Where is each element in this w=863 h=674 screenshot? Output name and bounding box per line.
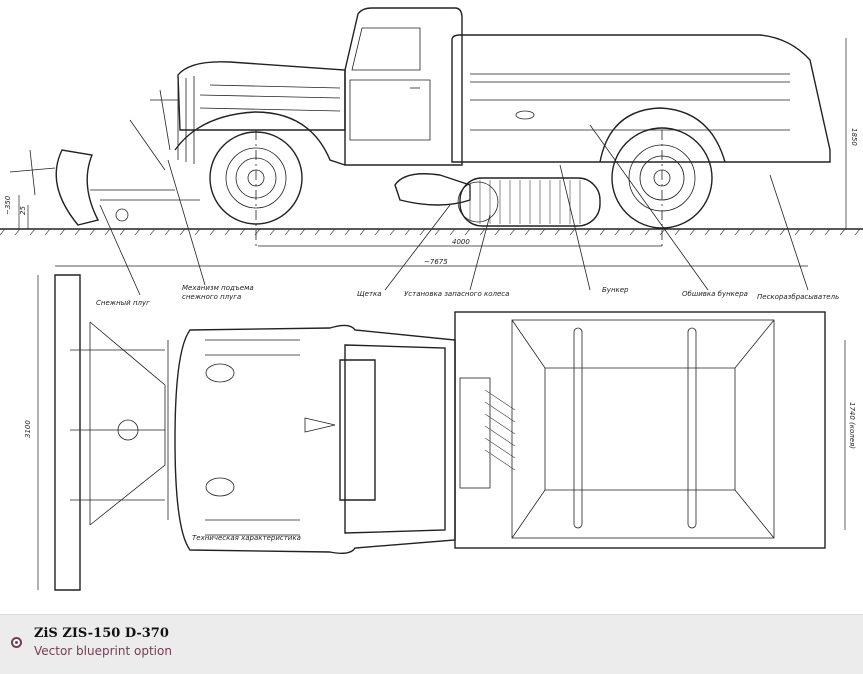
label-brush: Щетка [357, 290, 382, 298]
label-spec: Техническая характеристика [192, 534, 301, 542]
engine-hood [174, 61, 346, 166]
caption-bar [0, 614, 863, 674]
hopper-plan [454, 311, 826, 549]
label-plow: Снежный плуг [96, 299, 150, 307]
truck-front-plan [174, 324, 456, 555]
option-radio[interactable] [11, 637, 22, 648]
label-brush-mount: Установка запасного колеса [404, 290, 509, 298]
side-dimensions [18, 38, 847, 267]
snow-plow-side [9, 89, 200, 226]
label-mechanism-1: Механизм подъема [182, 284, 254, 292]
blueprint-drawing: Снежный плуг Механизм подъема снежного п… [0, 7, 863, 591]
side-view [0, 7, 863, 296]
ground-hatching [0, 228, 861, 236]
caption-subtitle: Vector blueprint option [34, 644, 172, 658]
dim-clearance: ~350 [4, 195, 12, 215]
sweeper-brush [394, 173, 601, 227]
caption-title: ZiS ZIS-150 D-370 [34, 626, 169, 641]
leader-lines [99, 124, 809, 296]
dim-small: 25 [19, 206, 27, 215]
label-hopper: Бункер [602, 286, 629, 294]
hopper-body [451, 34, 831, 163]
snow-plow-plan [54, 274, 169, 591]
dim-track: 1740 (колея) [848, 402, 856, 449]
label-sand-spreader: Пескоразбрасыватель [757, 293, 839, 301]
top-dimensions [37, 275, 846, 590]
dim-height: 1850 [850, 128, 858, 146]
label-mechanism-2: снежного плуга [182, 293, 241, 301]
label-hopper-cover: Обшивка бункера [682, 290, 748, 298]
top-view [37, 274, 846, 591]
dim-wheelbase: 4000 [452, 238, 470, 246]
dim-overall-length: ~7675 [424, 258, 448, 266]
truck-cab [344, 7, 463, 166]
dim-width: 3100 [24, 420, 32, 438]
